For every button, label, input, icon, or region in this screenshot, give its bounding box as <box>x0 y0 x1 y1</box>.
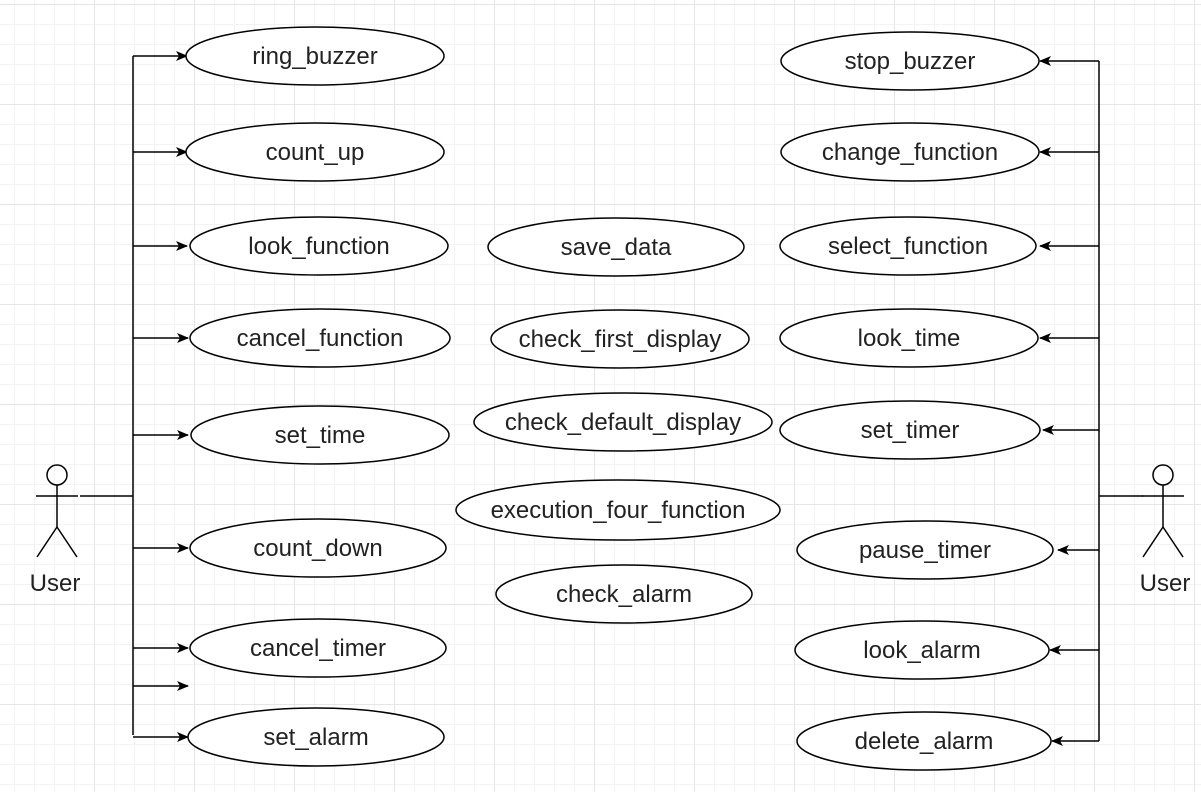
use-case-set-time: set_time <box>190 405 450 465</box>
use-case-cancel-timer: cancel_timer <box>189 618 447 678</box>
right-connectors <box>1039 56 1143 746</box>
use-case-save-data: save_data <box>487 217 745 277</box>
use-case-change-function: change_function <box>780 122 1040 182</box>
use-case-label: cancel_timer <box>250 635 386 662</box>
actor-right: User <box>1140 464 1191 597</box>
use-case-label: check_default_display <box>505 409 741 436</box>
use-case-check-first-display: check_first_display <box>490 309 750 369</box>
use-case-cancel-function: cancel_function <box>189 308 451 368</box>
use-case-label: cancel_function <box>237 325 404 352</box>
use-case-label: select_function <box>828 233 988 260</box>
use-case-ring-buzzer: ring_buzzer <box>185 26 445 86</box>
left-connectors <box>80 51 189 742</box>
use-case-label: count_up <box>266 139 365 166</box>
use-case-look-time: look_time <box>779 308 1039 368</box>
use-case-execution-four-function: execution_four_function <box>455 479 781 541</box>
use-case-look-alarm: look_alarm <box>794 620 1050 680</box>
use-case-label: stop_buzzer <box>845 48 976 75</box>
use-case-check-alarm: check_alarm <box>495 564 753 624</box>
actor-left: User <box>30 464 81 597</box>
use-case-label: look_function <box>248 233 389 260</box>
use-case-delete-alarm: delete_alarm <box>796 711 1052 771</box>
use-case-label: delete_alarm <box>855 728 994 755</box>
use-case-label: set_timer <box>861 417 960 444</box>
use-case-label: look_alarm <box>863 637 980 664</box>
use-case-label: pause_timer <box>859 537 991 564</box>
use-case-look-function: look_function <box>189 216 449 276</box>
use-case-label: execution_four_function <box>491 497 746 524</box>
use-case-label: check_alarm <box>556 581 692 608</box>
use-case-select-function: select_function <box>779 216 1037 276</box>
use-case-label: count_down <box>253 535 382 562</box>
use-case-label: look_time <box>858 325 961 352</box>
use-case-label: set_time <box>275 422 366 449</box>
use-case-label: set_alarm <box>263 724 368 751</box>
use-case-label: change_function <box>822 139 998 166</box>
actor-left-label: User <box>30 570 81 597</box>
use-case-label: ring_buzzer <box>252 43 377 70</box>
use-case-label: save_data <box>561 234 672 261</box>
use-case-count-down: count_down <box>189 518 447 578</box>
use-case-set-alarm: set_alarm <box>187 707 445 767</box>
use-case-label: check_first_display <box>519 326 722 353</box>
use-case-pause-timer: pause_timer <box>796 520 1054 580</box>
use-case-stop-buzzer: stop_buzzer <box>780 31 1040 91</box>
use-case-check-default-display: check_default_display <box>473 392 773 452</box>
use-case-count-up: count_up <box>185 122 445 182</box>
actor-right-label: User <box>1140 570 1191 597</box>
use-case-set-timer: set_timer <box>779 400 1041 460</box>
